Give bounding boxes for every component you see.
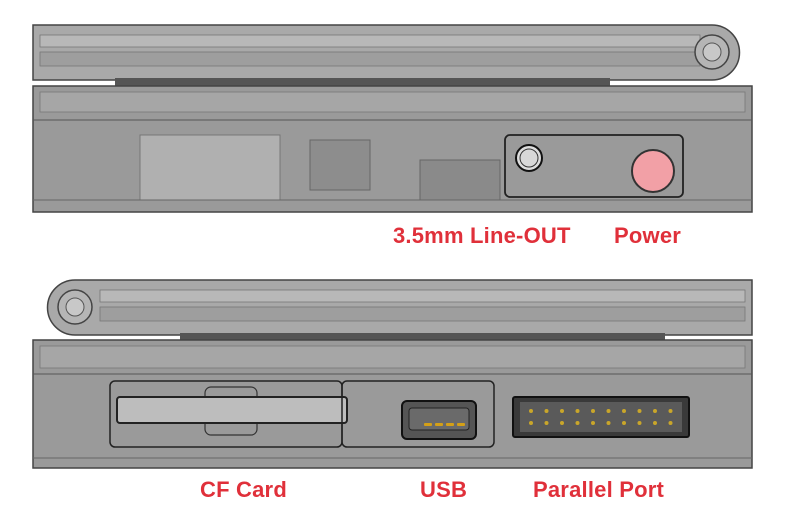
parallel-pin: [575, 409, 580, 413]
line-out-label: 3.5mm Line-OUT: [393, 223, 571, 248]
device-bottom-side: [32, 279, 753, 469]
parallel-pin: [591, 421, 595, 425]
parallel-pin: [591, 409, 595, 413]
usb-label: USB: [420, 477, 468, 502]
parallel-pin: [637, 409, 642, 413]
parallel-pin: [622, 409, 626, 413]
parallel-pin: [560, 421, 564, 425]
cf-card-label: CF Card: [200, 477, 287, 502]
audio-jack-icon: [515, 144, 543, 172]
parallel-pin: [622, 421, 626, 425]
parallel-pin: [560, 409, 564, 413]
parallel-pin: [637, 421, 642, 425]
parallel-pin: [606, 421, 611, 425]
port-group-outline: [504, 134, 684, 198]
parallel-pin: [544, 421, 549, 425]
parallel-pin: [668, 421, 673, 425]
parallel-pin: [575, 421, 580, 425]
parallel-pin: [529, 421, 533, 425]
parallel-pin: [668, 409, 673, 413]
parallel-port[interactable]: [512, 396, 690, 438]
power-button[interactable]: [631, 149, 675, 193]
parallel-pin: [544, 409, 549, 413]
power-label: Power: [614, 223, 682, 248]
device-top-side: [32, 24, 753, 213]
parallel-pin: [653, 409, 657, 413]
usb-port[interactable]: [401, 400, 477, 440]
cf-card-slot[interactable]: [116, 396, 348, 424]
parallel-pin: [529, 409, 533, 413]
parallel-port-label: Parallel Port: [533, 477, 664, 502]
parallel-pin: [606, 409, 611, 413]
parallel-pin: [653, 421, 657, 425]
